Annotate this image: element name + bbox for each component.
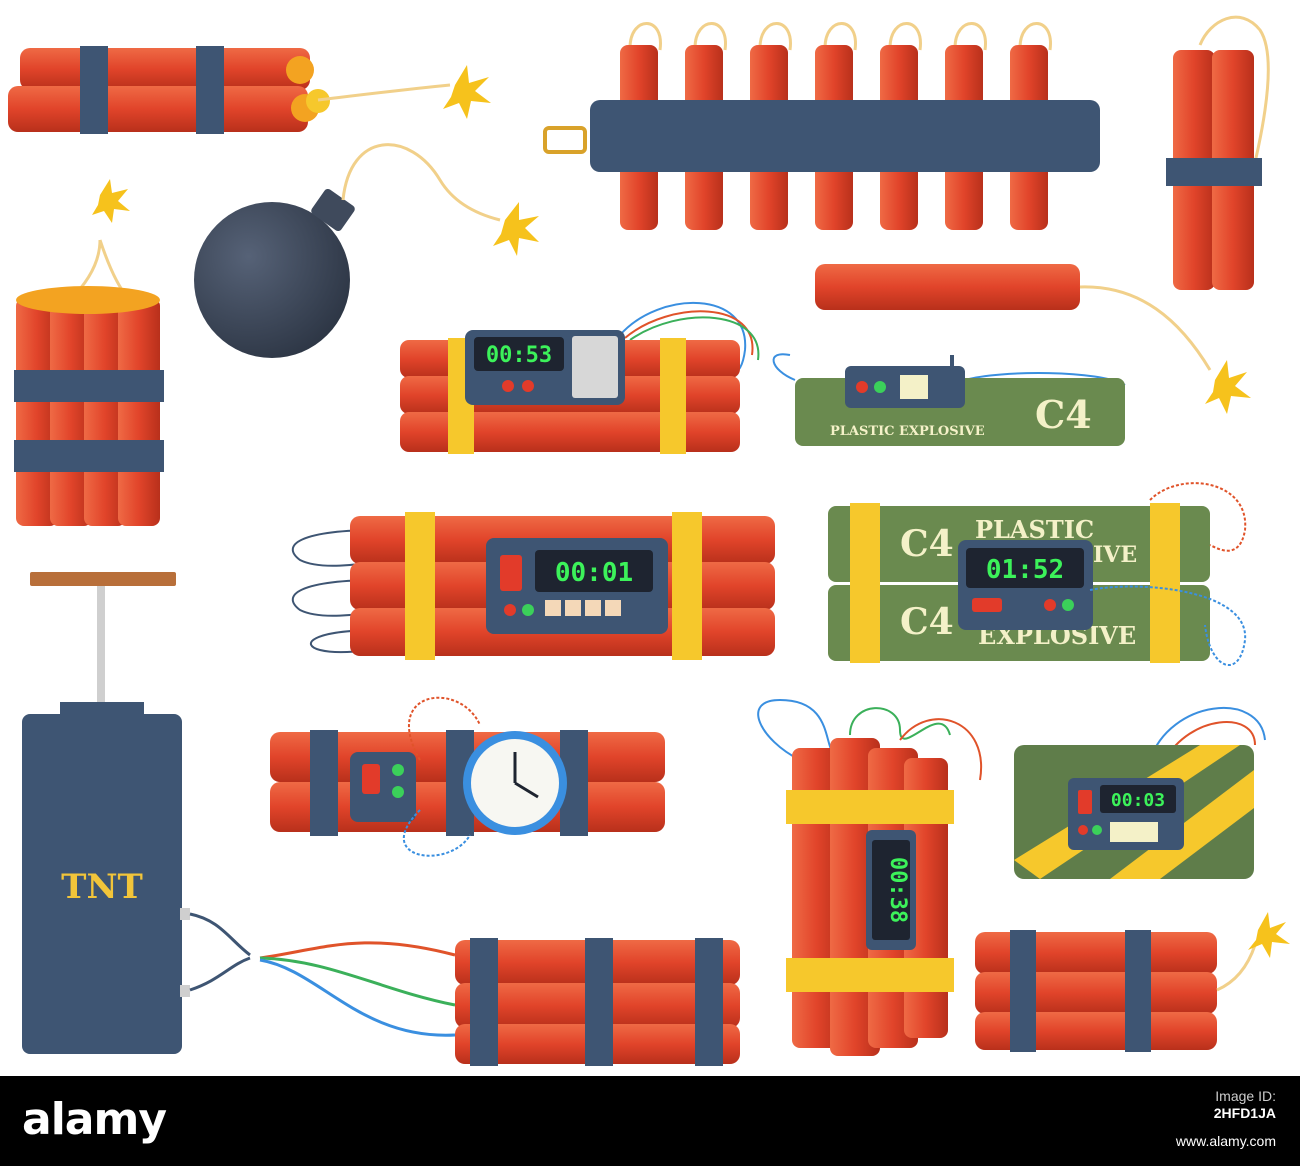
dynamite-pair: [8, 46, 491, 134]
fuse-loop: [693, 22, 727, 51]
spark-icon: [1205, 360, 1251, 414]
c4-plastic-explosive-small: C4 PLASTIC EXPLOSIVE: [772, 353, 1126, 446]
fuse-loop: [888, 22, 922, 51]
fuse-loop: [823, 22, 857, 51]
timer-display: 00:03: [1111, 790, 1165, 811]
green-box-bomb: 00:03: [1014, 707, 1266, 879]
image-id-block: Image ID: 2HFD1JA: [1214, 1088, 1276, 1122]
belt-strap: [876, 100, 922, 172]
dynamite-bundle-timer: 00:01: [291, 512, 775, 660]
dynamite-bundle-bottom: [455, 938, 740, 1066]
belt-strap: [811, 100, 857, 172]
c4-code-bottom: C4: [900, 601, 954, 643]
spark-icon: [1248, 912, 1290, 958]
c4-subtitle: PLASTIC EXPLOSIVE: [830, 424, 985, 439]
timer-display: 00:53: [486, 343, 552, 368]
stock-footer: alamy Image ID: 2HFD1JA www.alamy.com: [0, 1076, 1300, 1166]
fuse-loop: [953, 22, 987, 51]
dynamite-single-stick: [815, 264, 1251, 414]
dynamite-bundle-bottom-right: [975, 912, 1290, 1052]
tnt-detonator: TNT: [22, 572, 456, 1054]
spark-icon: [443, 65, 491, 119]
explosives-illustration: 00:53 C4 PLASTIC EXPLOSIVE 00:01: [8, 15, 1290, 1066]
timer-display: 01:52: [986, 555, 1064, 585]
fuse-loop: [758, 22, 792, 51]
c4-title: C4: [1035, 392, 1092, 437]
dynamite-bundle-clock: [270, 696, 665, 857]
dynamite-belt: [543, 22, 1100, 230]
belt-strap: [616, 100, 662, 172]
spark-icon: [92, 179, 130, 223]
tnt-label: TNT: [61, 867, 143, 907]
spark-icon: [493, 202, 539, 256]
belt-strap: [941, 100, 987, 172]
image-id-label: Image ID:: [1215, 1088, 1276, 1104]
belt-strap: [746, 100, 792, 172]
c4-word-top: PLASTIC: [975, 515, 1094, 544]
footer-url: www.alamy.com: [1175, 1133, 1276, 1149]
belt-strap: [681, 100, 727, 172]
c4-code-top: C4: [900, 523, 954, 565]
dynamite-bundle-vertical: [14, 179, 164, 526]
timer-display: 00:38: [885, 857, 910, 923]
c4-word-top-tail: IVE: [1093, 542, 1137, 568]
fuse-loop: [1018, 22, 1052, 51]
dynamite-bundle-taped: 00:38: [757, 698, 983, 1056]
fuse-loop: [628, 22, 662, 51]
keypad-timer-bomb: 00:53: [400, 301, 760, 454]
c4-plastic-explosive-pack: C4 PLASTIC IVE C4 EXPLOSIVE 01:52: [828, 482, 1247, 666]
dynamite-vertical-pair: [1166, 15, 1270, 290]
belt-strap: [1006, 100, 1052, 172]
alamy-logo: alamy: [22, 1094, 167, 1145]
round-bomb: [194, 143, 539, 358]
timer-display: 00:01: [555, 558, 633, 588]
image-id-value: 2HFD1JA: [1213, 1105, 1276, 1121]
